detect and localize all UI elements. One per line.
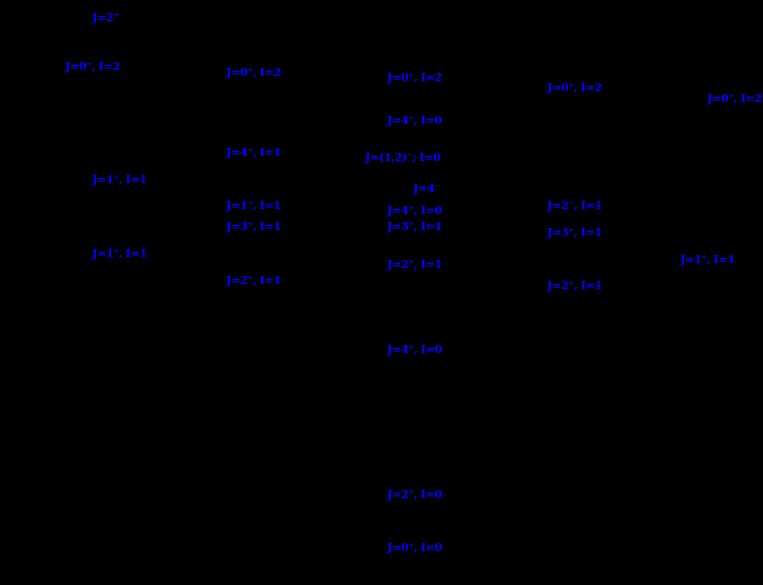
level-label: J=0⁺, I=2 [707,91,762,105]
level-label: J=0⁺, I=2 [547,80,602,94]
level-label: J=0⁺, I=2 [65,59,120,73]
level-label: J=2⁺, I=1 [387,257,442,271]
level-label: J=4⁺, I=0 [387,342,442,356]
level-label: J=4⁺, I=0 [387,113,442,127]
level-label: J=2⁺, I=0 [387,487,442,501]
level-label: J=3⁺, I=1 [547,225,602,239]
level-label: J=2⁺, I=1 [226,273,281,287]
level-label: J=4⁺, I=0 [387,203,442,217]
level-label: J=3⁺, I=1 [387,219,442,233]
level-label: J=1⁺, I=1 [680,252,735,266]
level-label: J=4⁺, I=1 [226,145,281,159]
level-label: J=0⁺, I=0 [387,540,442,554]
level-label: J=2⁺ [92,10,119,24]
level-label: J=2⁻, I=1 [547,198,602,212]
level-label: J=3⁺, I=1 [226,219,281,233]
level-label: J=0⁺, I=2 [387,70,442,84]
level-label: J=4⁻ [413,181,440,195]
level-label: J=0⁺, I=2 [226,65,281,79]
level-label: J=1⁺, I=1 [92,172,147,186]
level-label: J=2⁺, I=1 [547,278,602,292]
level-label: J=1⁺, I=1 [92,246,147,260]
level-label: J=(1,2)⁻; I=0 [365,150,441,164]
level-label: J=1⁺, I=1 [226,198,281,212]
